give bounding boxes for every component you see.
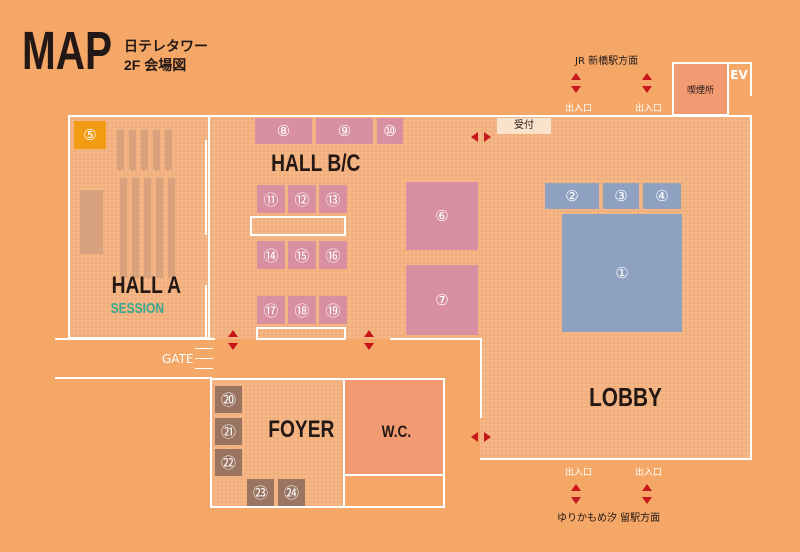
entrance-label: 出入口 [565, 104, 593, 114]
booth-6[interactable]: ⑥ [406, 182, 478, 250]
booth-7[interactable]: ⑦ [406, 265, 478, 335]
up-down-arrow-icon [571, 484, 581, 504]
hall-bc-label: HALL B/C [271, 150, 361, 177]
booth-20[interactable]: ⑳ [215, 386, 242, 413]
booth-11[interactable]: ⑪ [257, 185, 285, 213]
floor-label: 2F 会場図 [124, 57, 187, 73]
wc-label: W.C. [381, 422, 412, 441]
booth-18[interactable]: ⑱ [288, 296, 316, 324]
elevator: EV [728, 62, 752, 96]
up-down-arrow-icon [228, 330, 238, 350]
booth-19[interactable]: ⑲ [319, 296, 347, 324]
wc-lower-room [343, 474, 445, 508]
booth-16[interactable]: ⑯ [319, 241, 347, 269]
entrance-label: 出入口 [635, 104, 663, 114]
booth-24[interactable]: ㉔ [278, 479, 305, 506]
entrance-label: 出入口 [635, 468, 663, 478]
hall-a-label: HALL A [111, 272, 182, 299]
up-down-arrow-icon [364, 330, 374, 350]
booth-9[interactable]: ⑨ [316, 118, 373, 144]
booth-5[interactable]: ⑤ [74, 121, 106, 149]
reception-desk: 受付 [497, 118, 551, 134]
left-right-arrow-icon [471, 432, 491, 442]
booth-10[interactable]: ⑩ [377, 118, 403, 144]
booth-2[interactable]: ② [545, 183, 599, 209]
booth-17[interactable]: ⑰ [257, 296, 285, 324]
booth-3[interactable]: ③ [603, 183, 639, 209]
map-title: MAP [22, 21, 112, 81]
up-down-arrow-icon [571, 73, 581, 93]
direction-top: JR 新橋駅方面 [575, 56, 639, 67]
venue-name: 日テレタワー [124, 38, 208, 54]
direction-bottom: ゆりかもめ汐 留駅方面 [557, 513, 661, 524]
lobby-label: LOBBY [589, 382, 662, 412]
table [256, 327, 346, 340]
smoking-area: 喫煙所 [672, 62, 729, 116]
session-label: SESSION [110, 300, 165, 317]
booth-23[interactable]: ㉓ [247, 479, 274, 506]
foyer-label: FOYER [268, 416, 335, 443]
booth-1[interactable]: ① [562, 214, 682, 332]
booth-13[interactable]: ⑬ [319, 185, 347, 213]
stage [80, 190, 103, 254]
up-down-arrow-icon [642, 484, 652, 504]
booth-15[interactable]: ⑮ [288, 241, 316, 269]
booth-21[interactable]: ㉑ [215, 418, 242, 445]
gate-label: GATE [162, 352, 194, 366]
up-down-arrow-icon [642, 73, 652, 93]
wc-area [343, 378, 445, 476]
table [250, 216, 346, 236]
left-right-arrow-icon [471, 132, 491, 142]
booth-22[interactable]: ㉒ [215, 449, 242, 476]
booth-8[interactable]: ⑧ [255, 118, 312, 144]
booth-12[interactable]: ⑫ [288, 185, 316, 213]
hall-a-area [68, 115, 210, 339]
booth-4[interactable]: ④ [643, 183, 681, 209]
entrance-label: 出入口 [565, 468, 593, 478]
booth-14[interactable]: ⑭ [257, 241, 285, 269]
